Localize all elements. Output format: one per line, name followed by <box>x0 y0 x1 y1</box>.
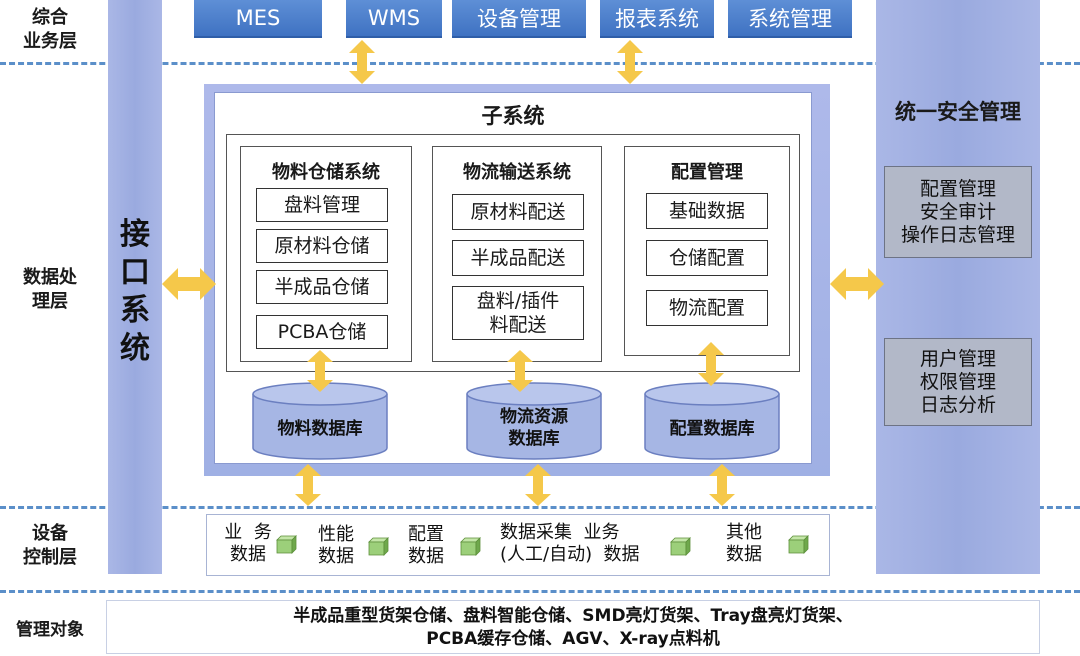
security-box-users: 用户管理 权限管理 日志分析 <box>884 338 1032 426</box>
item-raw-material-storage[interactable]: 原材料仓储 <box>256 229 388 263</box>
green-cube-icon <box>788 535 809 554</box>
subsystem-title: 子系统 <box>481 104 545 128</box>
security-item-oplog: 操作日志管理 <box>900 223 1015 246</box>
item-pcba-storage[interactable]: PCBA仓储 <box>256 315 388 349</box>
device-data-performance: 性能 数据 <box>318 524 354 567</box>
layer-label-data-processing: 数据处 理层 <box>23 267 77 312</box>
separator-bottom <box>0 590 1080 593</box>
logistics-resource-database-label: 物流资源 数据库 <box>500 407 568 449</box>
device-data-collection: 数据采集 业务 (人工/自动) 数据 <box>500 522 640 565</box>
double-arrow-icon <box>830 268 884 300</box>
device-data-other: 其他 数据 <box>726 522 762 565</box>
item-reel-plugin-delivery[interactable]: 盘料/插件 料配送 <box>452 286 584 340</box>
material-storage-title: 物料仓储系统 <box>272 162 380 183</box>
layer-label-management-objects: 管理对象 <box>16 620 84 640</box>
double-arrow-icon <box>525 464 551 506</box>
item-raw-material-delivery[interactable]: 原材料配送 <box>452 194 584 230</box>
green-cube-icon <box>460 537 481 556</box>
config-database: 配置数据库 <box>644 382 780 460</box>
item-base-data[interactable]: 基础数据 <box>646 193 768 229</box>
security-management-column: 统一安全管理 <box>876 0 1040 574</box>
double-arrow-icon <box>709 464 735 506</box>
device-data-row <box>206 514 830 576</box>
item-semi-finished-delivery[interactable]: 半成品配送 <box>452 240 584 276</box>
security-item-log-analysis: 日志分析 <box>919 393 996 416</box>
logistics-resource-database: 物流资源 数据库 <box>466 382 602 460</box>
device-data-business: 业 务 数据 <box>224 522 272 565</box>
security-item-permissions: 权限管理 <box>919 370 996 393</box>
double-arrow-icon <box>698 342 724 386</box>
interface-system-label: 接 口 系 统 <box>120 217 150 366</box>
material-database: 物料数据库 <box>252 382 388 460</box>
config-database-label: 配置数据库 <box>669 419 755 439</box>
double-arrow-icon <box>307 350 333 392</box>
double-arrow-icon <box>295 464 321 506</box>
double-arrow-icon <box>349 40 375 84</box>
green-cube-icon <box>368 537 389 556</box>
double-arrow-icon <box>617 40 643 84</box>
green-cube-icon <box>670 537 691 556</box>
logistics-transport-title: 物流输送系统 <box>463 162 571 183</box>
management-objects-box: 半成品重型货架仓储、盘料智能仓储、SMD亮灯货架、Tray盘亮灯货架、 PCBA… <box>106 600 1040 654</box>
separator-top <box>0 62 1080 65</box>
item-reel-management[interactable]: 盘料管理 <box>256 188 388 222</box>
top-system-device-management[interactable]: 设备管理 <box>452 0 586 38</box>
material-database-label: 物料数据库 <box>277 419 363 439</box>
item-storage-config[interactable]: 仓储配置 <box>646 240 768 276</box>
item-logistics-config[interactable]: 物流配置 <box>646 290 768 326</box>
layer-label-device-control: 设备 控制层 <box>23 523 77 568</box>
database-cylinder-icon <box>466 382 602 460</box>
security-box-audit: 配置管理 安全审计 操作日志管理 <box>884 166 1032 258</box>
security-title: 统一安全管理 <box>895 100 1021 124</box>
interface-system-column: 接 口 系 统 <box>108 0 162 574</box>
top-system-mes[interactable]: MES <box>194 0 322 38</box>
layer-label-business: 综合 业务层 <box>23 7 77 52</box>
config-management-title: 配置管理 <box>671 162 743 183</box>
management-objects-line2: PCBA缓存仓储、AGV、X-ray点料机 <box>426 629 720 649</box>
green-cube-icon <box>276 535 297 554</box>
separator-middle <box>0 506 1080 509</box>
management-objects-line1: 半成品重型货架仓储、盘料智能仓储、SMD亮灯货架、Tray盘亮灯货架、 <box>293 606 853 626</box>
top-system-system-management[interactable]: 系统管理 <box>728 0 852 38</box>
database-cylinder-icon <box>644 382 780 460</box>
device-data-config: 配置 数据 <box>408 524 444 567</box>
top-system-wms[interactable]: WMS <box>346 0 442 38</box>
security-item-config: 配置管理 <box>919 177 996 200</box>
double-arrow-icon <box>162 268 216 300</box>
security-item-users: 用户管理 <box>919 347 996 370</box>
top-system-report-system[interactable]: 报表系统 <box>600 0 714 38</box>
security-item-audit: 安全审计 <box>919 200 996 223</box>
double-arrow-icon <box>507 350 533 392</box>
item-semi-finished-storage[interactable]: 半成品仓储 <box>256 270 388 304</box>
